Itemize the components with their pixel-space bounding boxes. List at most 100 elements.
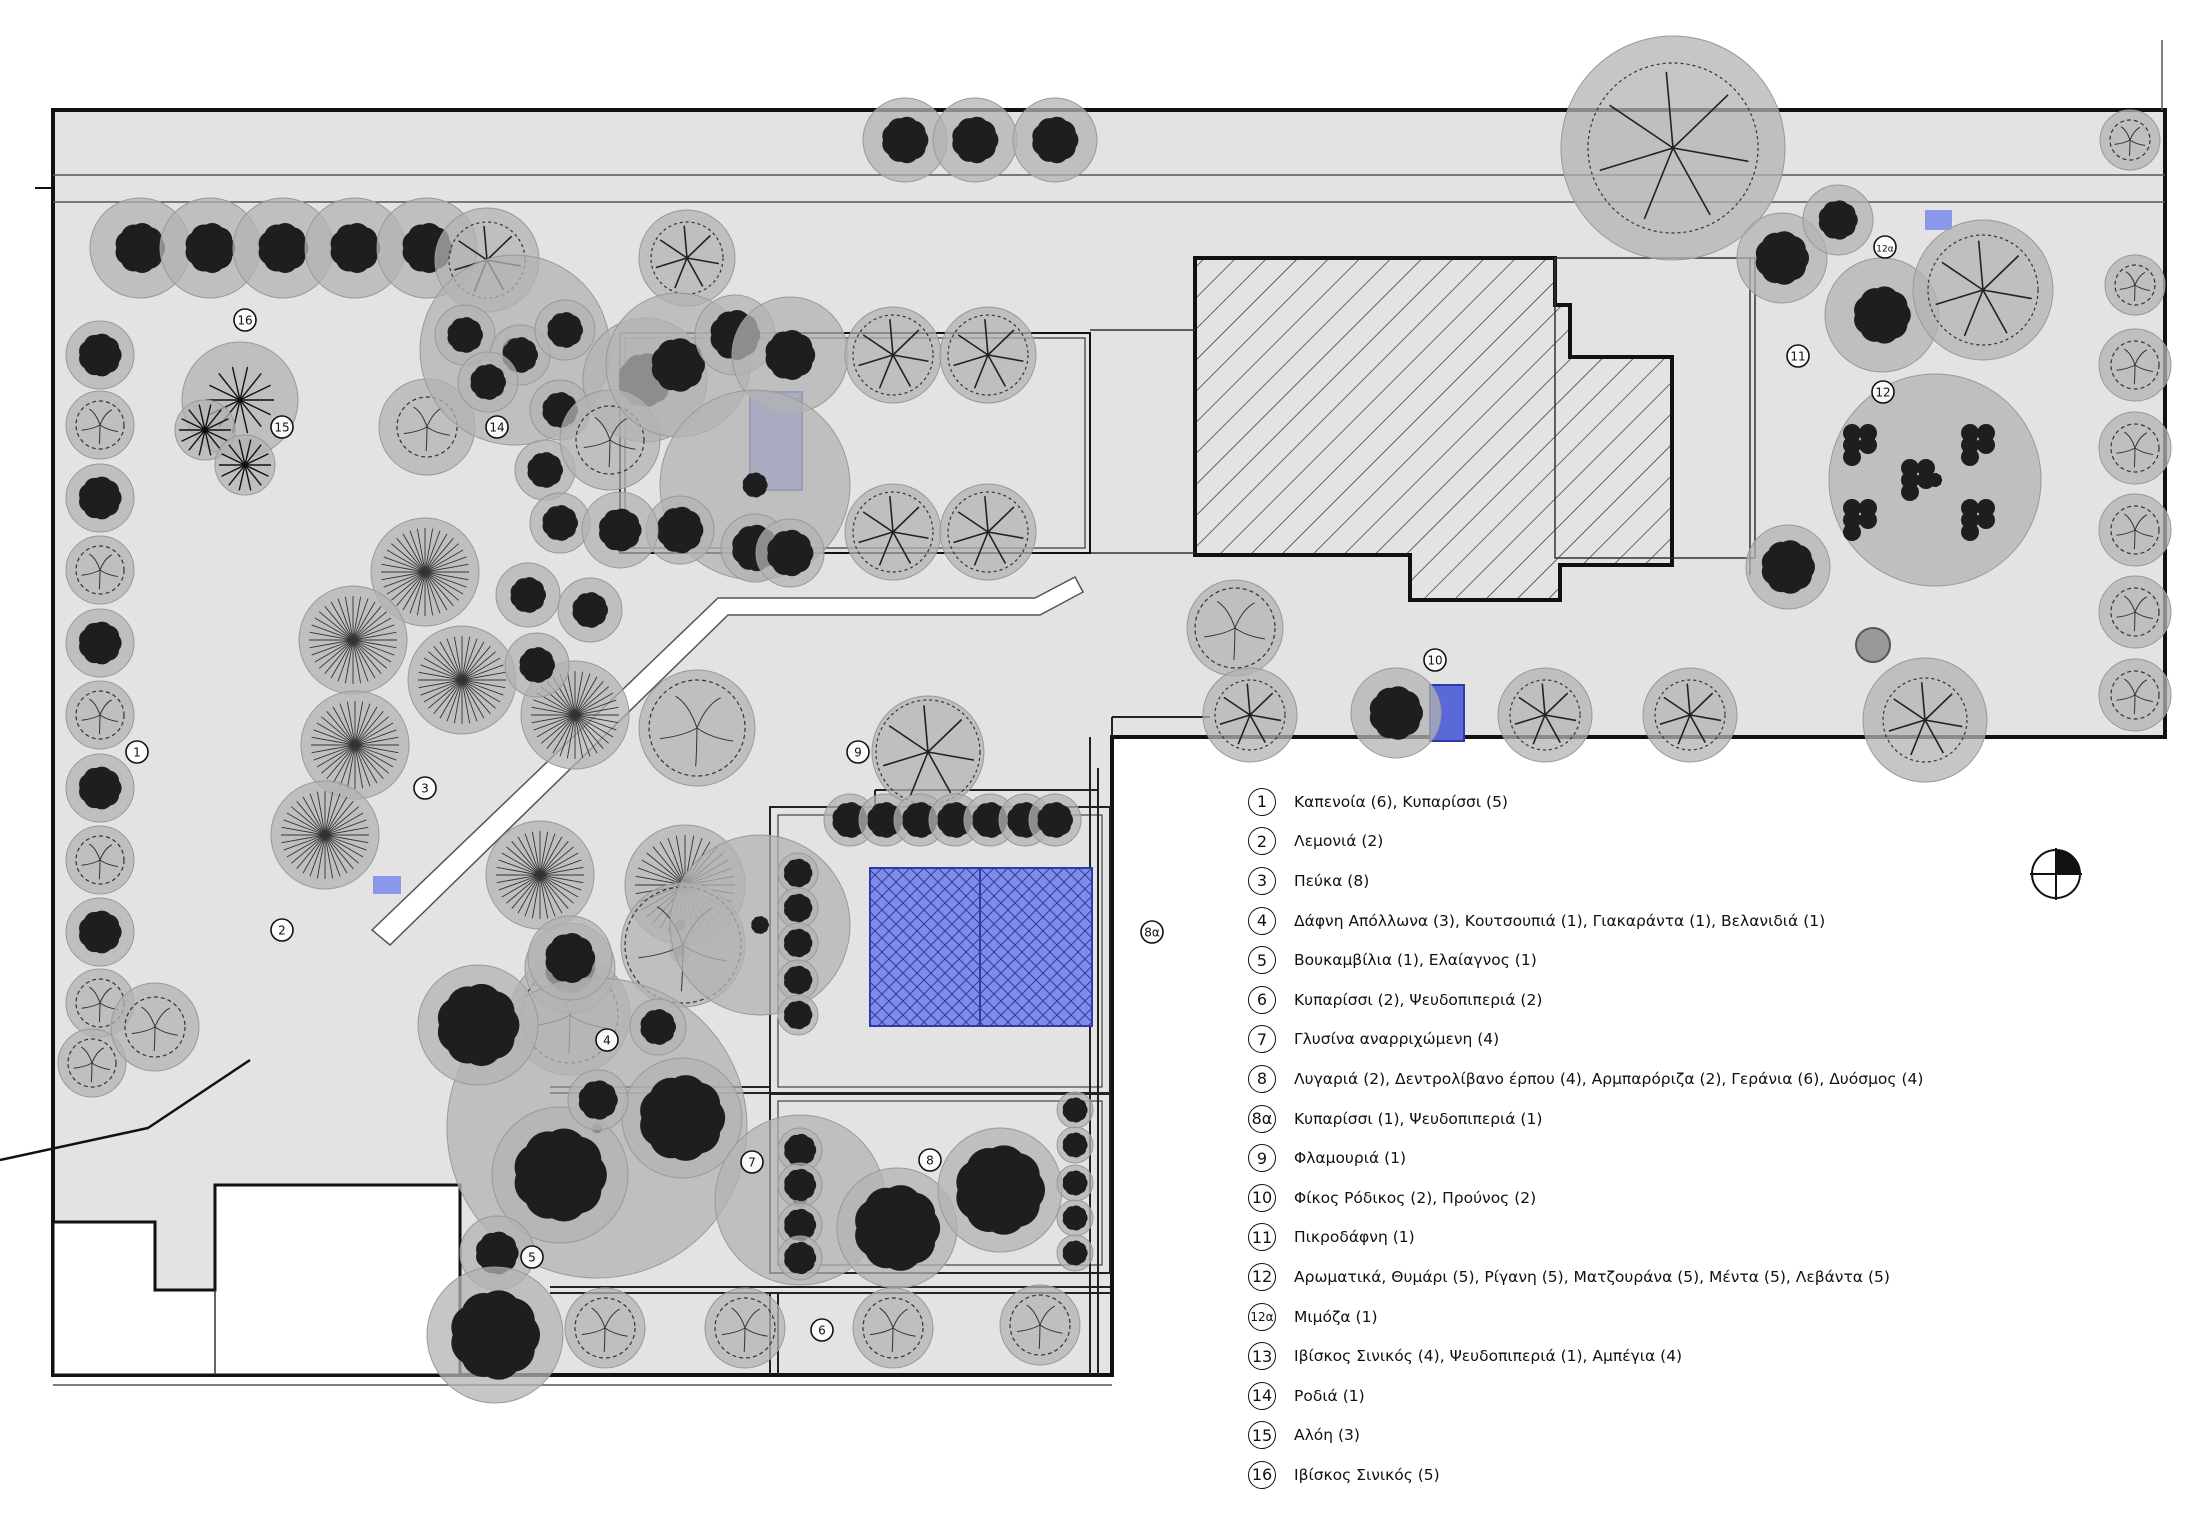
tree [939, 306, 1037, 404]
map-label: 4 [595, 1028, 619, 1052]
tree [621, 1057, 743, 1179]
map-label: 12α [1873, 235, 1897, 259]
map-label: 9 [846, 740, 870, 764]
trees-layer [57, 35, 2172, 1404]
tree [862, 97, 948, 183]
tree [1028, 793, 1082, 847]
tree [89, 197, 191, 299]
tree [1642, 667, 1738, 763]
legend-number-badge: 11 [1248, 1223, 1276, 1252]
tree [527, 915, 613, 1001]
legend-text: Ροδιά (1) [1294, 1386, 1365, 1405]
legend-text: Πικροδάφνη (1) [1294, 1228, 1415, 1247]
legend-text: Πεύκα (8) [1294, 871, 1370, 890]
tree [704, 1287, 786, 1369]
tree [65, 463, 135, 533]
tree [581, 491, 659, 569]
herb-cluster [1843, 499, 1877, 541]
tree [2098, 658, 2172, 732]
tree [434, 304, 496, 366]
tree [852, 1287, 934, 1369]
tree [777, 922, 819, 964]
water-point [1925, 210, 1952, 230]
tree [159, 197, 261, 299]
legend-number-badge: 13 [1248, 1342, 1276, 1371]
tree [65, 897, 135, 967]
map-label: 8α [1140, 920, 1164, 944]
map-label-number: 9 [854, 746, 862, 760]
tree [298, 585, 408, 695]
tree [777, 1235, 823, 1281]
tree [755, 518, 825, 588]
map-label-number: 3 [421, 782, 429, 796]
tree [232, 197, 334, 299]
map-label-number: 12 [1875, 386, 1890, 400]
legend-text: Καπενοία (6), Κυπαρίσσι (5) [1294, 792, 1508, 811]
tree [65, 680, 135, 750]
tree [777, 852, 819, 894]
legend-number-badge: 15 [1248, 1421, 1276, 1450]
tree [844, 483, 942, 581]
tree [514, 439, 576, 501]
entrance-path [0, 1058, 251, 1162]
map-label: 3 [413, 776, 437, 800]
tree [1824, 257, 1940, 373]
tree [1912, 219, 2054, 361]
tree [1056, 1199, 1094, 1237]
tree [567, 1069, 629, 1131]
map-label: 8 [918, 1148, 942, 1172]
tree [669, 834, 851, 1016]
tree [638, 209, 736, 307]
map-label-number: 2 [278, 924, 286, 938]
map-label: 12 [1871, 380, 1895, 404]
tree [65, 825, 135, 895]
map-label-number: 16 [237, 314, 252, 328]
map-label: 7 [740, 1150, 764, 1174]
tree [564, 1287, 646, 1369]
legend-text: Γλυσίνα αναρριχώμενη (4) [1294, 1030, 1500, 1049]
map-label-number: 8α [1144, 926, 1160, 940]
tree [777, 1127, 823, 1173]
tree [65, 390, 135, 460]
legend-text: Λυγαριά (2), Δεντρολίβανο έρπου (4), Αρμ… [1294, 1069, 1924, 1088]
tree [1012, 97, 1098, 183]
tree [1056, 1091, 1094, 1129]
legend-text: Βουκαμβίλια (1), Ελαίαγνος (1) [1294, 951, 1537, 970]
tree [937, 1127, 1063, 1253]
tree [777, 959, 819, 1001]
map-label-number: 1 [133, 746, 141, 760]
tree [2098, 411, 2172, 485]
tree [2099, 109, 2161, 171]
legend-text: Λεμονιά (2) [1294, 832, 1384, 851]
legend-number-badge: 3 [1248, 866, 1276, 895]
tree [491, 1106, 629, 1244]
tree [300, 690, 410, 800]
legend-number-badge: 2 [1248, 827, 1276, 856]
legend-text: Φίκος Ρόδικος (2), Προύνος (2) [1294, 1188, 1537, 1207]
legend-number-badge: 7 [1248, 1025, 1276, 1054]
tree [2098, 328, 2172, 402]
tree [871, 695, 985, 809]
tree [1186, 579, 1284, 677]
tree [174, 399, 236, 461]
map-label: 10 [1423, 648, 1447, 672]
tree [939, 483, 1037, 581]
tree [629, 998, 687, 1056]
legend-row: 11 Πικροδάφνη (1) [1248, 1218, 2148, 1258]
north-arrow-icon [2030, 848, 2082, 900]
map-label-number: 11 [1790, 350, 1805, 364]
tree [777, 1162, 823, 1208]
tree [638, 669, 756, 787]
herb-cluster [1901, 459, 1935, 501]
legend-number-badge: 8 [1248, 1064, 1276, 1093]
tree [2098, 575, 2172, 649]
tree [485, 820, 595, 930]
tree [1202, 667, 1298, 763]
legend-number-badge: 9 [1248, 1144, 1276, 1173]
legend-number-badge: 5 [1248, 946, 1276, 975]
tree [57, 1028, 127, 1098]
